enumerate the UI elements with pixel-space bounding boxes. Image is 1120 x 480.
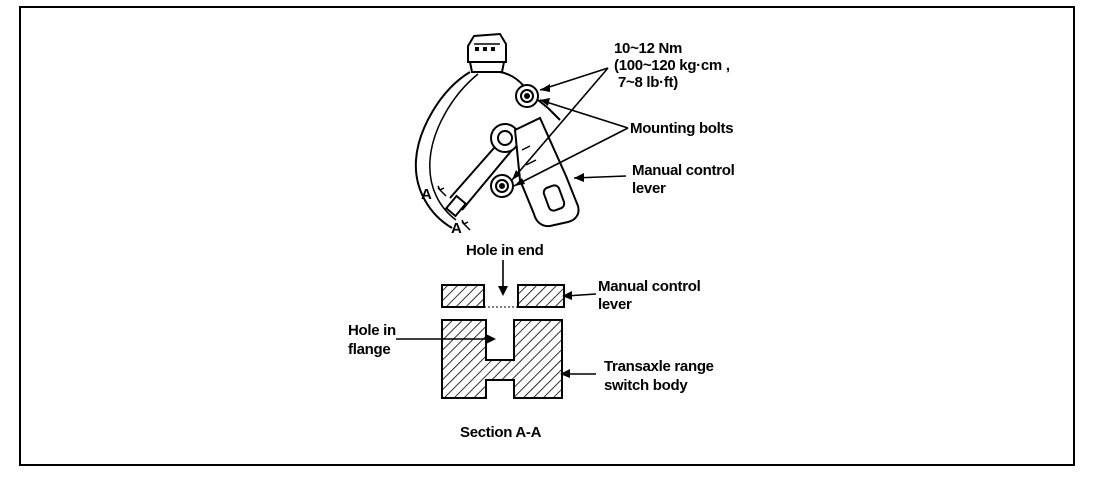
- upper-mounting-bolt: [515, 84, 539, 108]
- switch-body-label-line1: Transaxle range: [604, 358, 714, 375]
- section-manual-lever-label-line1: Manual control: [598, 278, 701, 295]
- figure-frame: [19, 6, 1075, 466]
- section-manual-lever-label-line2: lever: [598, 296, 632, 313]
- torque-spec-line1: 10~12 Nm: [614, 40, 683, 57]
- pivot-boss: [490, 123, 520, 153]
- manual-control-lever: [513, 116, 580, 228]
- switch-body-outline: [414, 71, 471, 229]
- connector-plug: [467, 32, 507, 73]
- leader-lines-top: [511, 67, 629, 187]
- shaft: [449, 147, 513, 211]
- hole-in-flange-label-line1: Hole in: [348, 322, 396, 339]
- switch-assembly: [414, 32, 580, 231]
- manual-control-lever-label-line2: lever: [632, 180, 666, 197]
- arrowheads-section: [486, 286, 572, 378]
- torque-spec-line3: 7~8 lb·ft): [618, 74, 678, 91]
- section-marker-a-upper: A: [421, 186, 432, 203]
- lever-section-left: [441, 284, 485, 308]
- mounting-bolts-label: Mounting bolts: [630, 120, 734, 137]
- arrowheads-top: [512, 84, 584, 186]
- section-title: Section A-A: [460, 424, 542, 441]
- torque-spec-line2: (100~120 kg·cm ,: [614, 57, 730, 74]
- manual-control-lever-label-line1: Manual control: [632, 162, 735, 179]
- hole-in-flange-label-line2: flange: [348, 341, 391, 358]
- lower-mounting-bolt: [490, 174, 514, 198]
- switch-body-label-line2: switch body: [604, 377, 688, 394]
- hole-in-end-label: Hole in end: [466, 242, 544, 259]
- section-marker-a-lower: A: [451, 220, 462, 237]
- section-view: [441, 284, 565, 399]
- lever-section-right: [517, 284, 565, 308]
